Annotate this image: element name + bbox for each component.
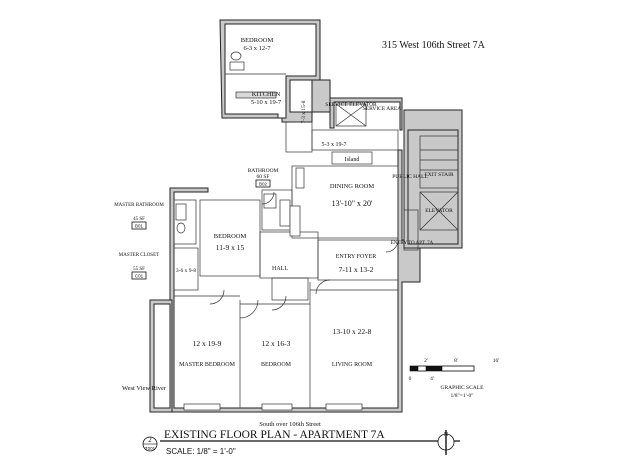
service-elevator-shaft: [335, 103, 367, 127]
bathroom-sf: 60 SF: [257, 174, 270, 180]
master-bathroom-tag: B01: [135, 224, 144, 229]
master-bathroom-tag-box: [131, 221, 147, 230]
island-counter: [331, 151, 373, 165]
service-area-label: SERVICE AREA: [363, 106, 402, 112]
living-room-dim: 13-10 x 22-8: [333, 327, 372, 336]
plan-scale: SCALE: 1/8" = 1'-0": [166, 447, 236, 456]
scale-ratio: 1/8"=1'-0": [451, 393, 474, 399]
entry-foyer-dim: 7-11 x 13-2: [339, 265, 374, 274]
island-label: Island: [345, 157, 360, 163]
bedroom-mid-dim: 11-9 x 15: [216, 243, 245, 252]
master-closet-tag: C01: [135, 274, 144, 279]
dining-room-name: DINING ROOM: [330, 183, 374, 190]
master-bathroom-name: MASTER BATHROOM: [114, 203, 164, 208]
public-hall-label: PUBLIC HALL: [392, 174, 428, 180]
service-elevator-label: SERVICE ELEVATOR: [325, 102, 377, 108]
title-block: [142, 436, 460, 452]
view-west: West View River: [122, 385, 167, 392]
bathroom-name: BATHROOM: [248, 168, 279, 174]
scale-tick-8: 8': [454, 358, 458, 364]
interior-walls: [173, 73, 399, 408]
scale-tick-4: 4': [430, 376, 434, 382]
master-bathroom-sf: 45 SF: [133, 217, 145, 222]
door-swings: [209, 191, 399, 319]
living-room-name: LIVING ROOM: [332, 362, 373, 368]
graphic-scale: [409, 365, 475, 372]
pantry-dim: 5-3 x 19-7: [322, 142, 347, 148]
master-closet-tag-box: [131, 271, 147, 280]
master-closet-sf: 55 SF: [133, 267, 145, 272]
master-bedroom-dim: 12 x 19-9: [193, 339, 222, 348]
stair-elevator-core: [403, 109, 463, 251]
fixtures: [175, 51, 305, 237]
scale-tick-16: 16': [493, 358, 500, 364]
view-south: South over 106th Street: [259, 421, 321, 428]
south-windows: [183, 403, 363, 411]
hall-vertical-dim: 7-3 x 15-8: [301, 100, 307, 123]
master-bedroom-name: MASTER BEDROOM: [179, 362, 236, 368]
plan-title: EXISTING FLOOR PLAN - APARTMENT 7A: [164, 429, 385, 441]
bedroom-top-dim: 6-3 x 12-7: [243, 45, 271, 52]
north-letter: N: [444, 432, 449, 438]
bedroom-low-name: BEDROOM: [261, 362, 292, 368]
address-label: 315 West 106th Street 7A: [382, 40, 486, 51]
north-arrow-icon: [437, 430, 455, 455]
master-closet-name: MASTER CLOSET: [119, 253, 159, 258]
dining-room-dim: 13'-10" x 20': [332, 199, 373, 208]
sheet-number: T001: [145, 446, 156, 451]
bathroom-tag: B02: [259, 182, 268, 187]
entry-to-label: ENTRY TO APT. 7A: [391, 241, 434, 246]
bedroom-mid-name: BEDROOM: [214, 233, 247, 240]
scale-tick-2: 2': [424, 358, 428, 364]
elevator-label: ELEVATOR: [425, 208, 453, 214]
kitchen-dim: 5-10 x 19-7: [251, 99, 282, 106]
scale-tick-0: 0: [409, 376, 412, 382]
scale-caption: GRAPHIC SCALE: [441, 385, 485, 391]
exit-stair-label: EXIT STAIR: [424, 172, 454, 178]
bedroom-low-dim: 12 x 16-3: [262, 339, 291, 348]
hall-label: HALL: [272, 266, 288, 272]
bedroom-top-name: BEDROOM: [241, 37, 274, 44]
closet-dim: 3-6 x 9-8: [176, 268, 196, 274]
drawing-number: 2: [148, 436, 152, 444]
entry-foyer-name: ENTRY FOYER: [336, 254, 377, 260]
bathroom-tag-box: [255, 179, 271, 188]
kitchen-name: KITCHEN: [252, 91, 281, 98]
exterior-walls: [149, 19, 421, 413]
